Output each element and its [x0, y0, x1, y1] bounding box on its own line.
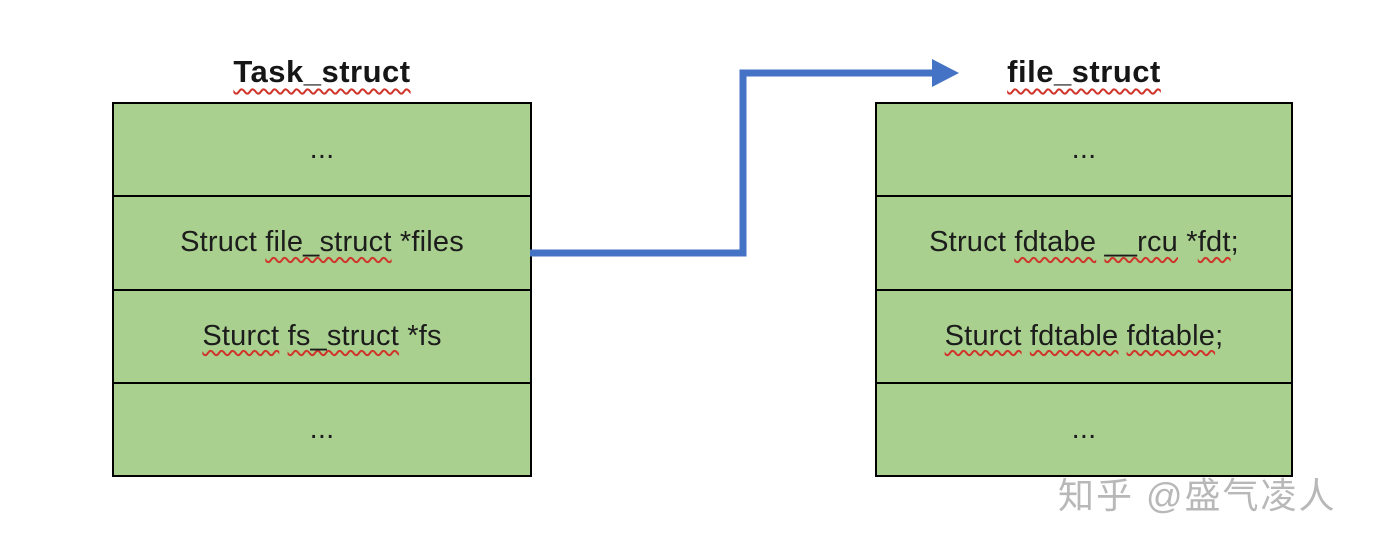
text-segment [1118, 320, 1126, 353]
text-segment: Struct [180, 226, 266, 259]
table-row: Sturct fdtable fdtable; [877, 288, 1291, 382]
text-segment: ... [309, 133, 335, 166]
misspelled-text: fdtable [1126, 319, 1216, 352]
misspelled-text: fs_struct [287, 319, 399, 352]
text-segment: ... [309, 412, 335, 445]
text-segment: ... [1071, 412, 1097, 445]
text-segment: ; [1215, 319, 1224, 352]
misspelled-text: fdtabe [1014, 226, 1097, 259]
text-segment: ; [1230, 226, 1239, 259]
text-segment: ... [1071, 133, 1097, 166]
text-segment: * [1177, 226, 1198, 259]
task-struct-title: Task_struct [112, 54, 532, 92]
text-segment [1022, 320, 1030, 353]
table-row: ... [114, 104, 530, 195]
misspelled-text: fdtable [1029, 319, 1119, 352]
misspelled-text: Sturct [944, 319, 1022, 352]
text-segment: Struct [929, 226, 1015, 259]
table-row: ... [877, 104, 1291, 195]
file-struct-title-text: file_struct [1007, 54, 1161, 89]
misspelled-text: Sturct [202, 319, 280, 352]
misspelled-text: __rcu [1104, 226, 1178, 259]
text-segment [279, 320, 287, 353]
table-row: Struct file_struct *files [114, 195, 530, 288]
file-struct-table: ... Struct fdtabe __rcu *fdt; Sturct fdt… [875, 102, 1293, 477]
table-row: Struct fdtabe __rcu *fdt; [877, 195, 1291, 288]
text-segment: *fs [398, 319, 442, 352]
task-struct-title-text: Task_struct [233, 54, 411, 89]
table-row: ... [877, 381, 1291, 475]
table-row: ... [114, 381, 530, 475]
task-struct-table: ... Struct file_struct *files Sturct fs_… [112, 102, 532, 477]
table-row: Sturct fs_struct *fs [114, 288, 530, 382]
misspelled-text: fdt [1197, 226, 1231, 259]
misspelled-text: file_struct [265, 226, 392, 259]
file-struct-title: file_struct [875, 54, 1293, 92]
zhihu-watermark: 知乎 @盛气凌人 [1058, 475, 1337, 516]
text-segment: *files [391, 226, 464, 259]
